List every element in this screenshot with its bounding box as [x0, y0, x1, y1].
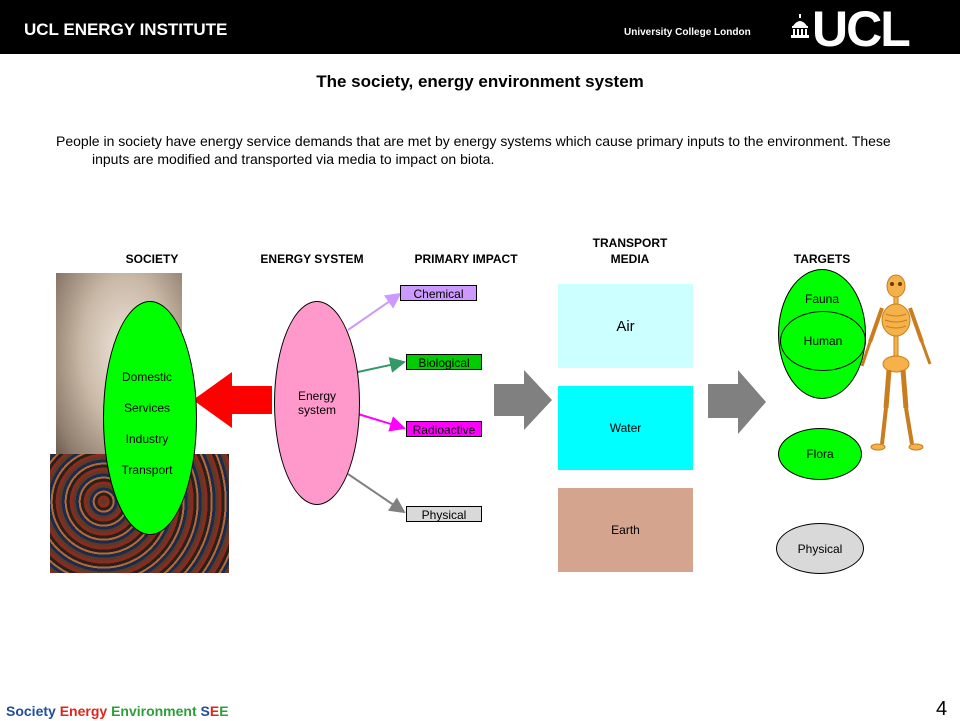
heading-targets: TARGETS [793, 252, 851, 266]
impact-chemical: Chemical [400, 285, 477, 301]
skeleton-icon [860, 274, 932, 451]
header-bar: UCL ENERGY INSTITUTE University College … [0, 0, 960, 57]
energy-system-label-1: Energy [297, 389, 337, 403]
radioactive-connector [357, 413, 406, 432]
grey-arrow-1 [494, 370, 552, 430]
footer-energy: Energy [59, 703, 108, 719]
energy-system-label-2: system [297, 403, 336, 417]
university-name: University College London [624, 27, 751, 38]
media-water: Water [558, 386, 693, 470]
footer-society: Society [6, 703, 56, 719]
impact-biological: Biological [406, 354, 482, 370]
heading-transport: TRANSPORT [592, 236, 668, 250]
media-earth: Earth [558, 488, 693, 572]
ucl-logo: UCL [812, 1, 911, 57]
impact-physical: Physical [406, 506, 482, 522]
society-item-transport: Transport [121, 463, 173, 477]
page-title: The society, energy environment system [316, 72, 644, 91]
society-ellipse [103, 301, 197, 535]
footer-tagline: Society Energy Environment SEE [6, 703, 229, 719]
target-human-label: Human [803, 334, 843, 348]
society-item-industry: Industry [125, 432, 169, 446]
footer-s: S [200, 703, 210, 719]
target-physical: Physical [776, 523, 864, 574]
heading-primary-impact: PRIMARY IMPACT [414, 252, 518, 266]
society-item-services: Services [123, 401, 170, 415]
biological-connector [357, 357, 406, 373]
page-number: 4 [936, 698, 948, 720]
target-flora: Flora [778, 428, 862, 480]
footer-e1: E [209, 703, 220, 719]
target-flora-label: Flora [806, 447, 834, 461]
institute-name: UCL ENERGY INSTITUTE [24, 20, 228, 39]
heading-media: MEDIA [610, 252, 650, 266]
media-air: Air [558, 284, 693, 368]
red-demand-arrow [193, 372, 272, 428]
intro-text: People in society have energy service de… [56, 133, 891, 167]
footer-e2: E [219, 703, 229, 719]
impact-radioactive: Radioactive [406, 421, 482, 437]
energy-system-ellipse: Energy system [274, 301, 360, 505]
target-physical-label: Physical [797, 541, 843, 556]
target-fauna-label: Fauna [804, 292, 840, 306]
society-item-domestic: Domestic [121, 370, 172, 384]
society-items: Domestic Services Industry Transport [104, 370, 190, 494]
heading-society: SOCIETY [125, 252, 179, 266]
chemical-connector [347, 292, 402, 331]
ucl-dome-icon [791, 14, 809, 38]
heading-energy-system: ENERGY SYSTEM [260, 252, 364, 266]
target-human: Human [780, 311, 866, 371]
physical-connector [347, 473, 406, 514]
grey-arrow-2 [708, 370, 766, 434]
footer-environment: Environment [111, 703, 197, 719]
